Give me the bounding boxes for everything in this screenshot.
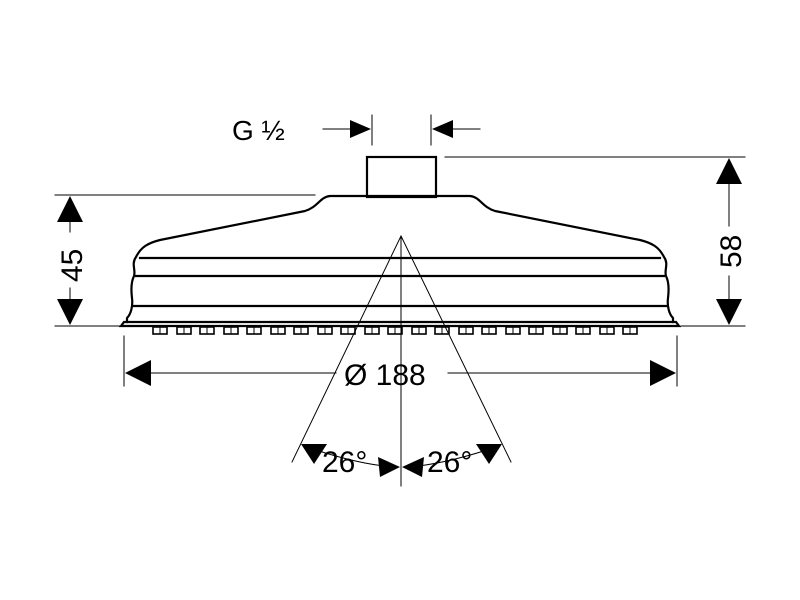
diameter-label: Ø 188 bbox=[344, 359, 426, 392]
height-body-label: 45 bbox=[56, 249, 89, 282]
arrow-angle-left-inner bbox=[378, 457, 400, 477]
height-total-label: 58 bbox=[715, 235, 748, 268]
height-total-dimension: 58 bbox=[444, 156, 748, 327]
thread-dimension: G ½ bbox=[232, 114, 481, 146]
thread-label: G ½ bbox=[232, 115, 285, 146]
arrow-45-up bbox=[57, 196, 83, 222]
base-plate bbox=[118, 320, 682, 328]
height-body-dimension: 45 bbox=[54, 194, 316, 327]
cone-line-right bbox=[400, 235, 512, 463]
angle-dimensions: 26° 26° bbox=[301, 444, 502, 479]
arrow-angle-right-outer bbox=[476, 444, 502, 464]
arrow-thread-right bbox=[432, 120, 453, 138]
arrow-diameter-left bbox=[125, 360, 151, 386]
arrow-58-up bbox=[716, 158, 742, 184]
arrow-angle-left-outer bbox=[301, 444, 327, 464]
arrow-58-down bbox=[716, 299, 742, 325]
angle-right-label: 26° bbox=[427, 446, 472, 479]
nozzle-row bbox=[152, 326, 638, 335]
pipe-connector bbox=[365, 155, 438, 199]
arrow-diameter-right bbox=[650, 360, 676, 386]
arrow-angle-right-inner bbox=[402, 457, 424, 477]
body-outline bbox=[125, 194, 675, 324]
arrow-thread-left bbox=[350, 120, 371, 138]
angle-left-label: 26° bbox=[322, 446, 367, 479]
diameter-dimension: Ø 188 bbox=[123, 335, 678, 392]
cone-line-left bbox=[291, 235, 402, 463]
shower-head-body bbox=[118, 155, 682, 335]
arrow-45-down bbox=[57, 299, 83, 325]
spray-cone bbox=[291, 235, 512, 487]
